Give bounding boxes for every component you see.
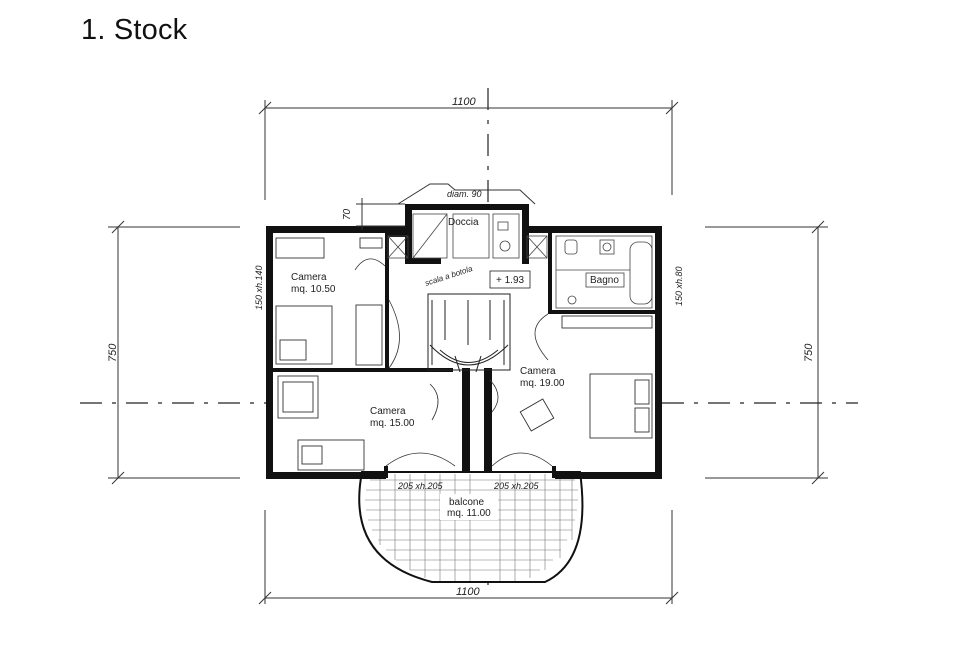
dimension-top-label: 1100 (452, 96, 477, 108)
dimension-bottom-label: 1100 (456, 586, 481, 598)
dimension-left (108, 220, 240, 485)
small-dim-lines (356, 198, 405, 230)
diameter-label: diam. 90 (447, 189, 482, 199)
dimension-bottom (258, 510, 679, 605)
door-right-label: 205 xh.205 (493, 481, 540, 491)
small-dim-label: 70 (342, 208, 353, 220)
camera-small-area: mq. 10.50 (291, 284, 336, 295)
doccia-label: Doccia (448, 217, 479, 228)
camera-right-name: Camera (520, 366, 556, 377)
window-right-label: 150 xh.80 (674, 266, 684, 306)
camera-small-name: Camera (291, 272, 327, 283)
furniture (275, 237, 653, 471)
staircase (427, 293, 511, 373)
dimension-right-label: 750 (803, 343, 815, 362)
balcone-area: mq. 11.00 (447, 508, 491, 519)
camera-right-area: mq. 19.00 (520, 378, 565, 389)
doors (354, 258, 553, 467)
level-label: + 1.93 (496, 275, 525, 286)
bay-roof (397, 183, 536, 205)
level-box (489, 270, 531, 289)
shower-room (387, 213, 548, 259)
bagno-box (585, 272, 625, 288)
interior-walls (273, 233, 655, 478)
balcony (358, 471, 584, 583)
bagno-label: Bagno (590, 275, 619, 286)
dimension-top (258, 100, 679, 200)
camera-left-name: Camera (370, 406, 406, 417)
window-left-label: 150 xh.140 (254, 265, 264, 310)
camera-left-area: mq. 15.00 (370, 418, 415, 429)
balcone-name: balcone (449, 497, 484, 508)
door-left-label: 205 xh.205 (397, 481, 444, 491)
page-title: 1. Stock (81, 14, 188, 46)
dimension-left-label: 750 (107, 343, 119, 362)
bathroom (555, 235, 653, 309)
scala-label: scala a botola (424, 264, 474, 288)
dimension-right (705, 220, 828, 485)
